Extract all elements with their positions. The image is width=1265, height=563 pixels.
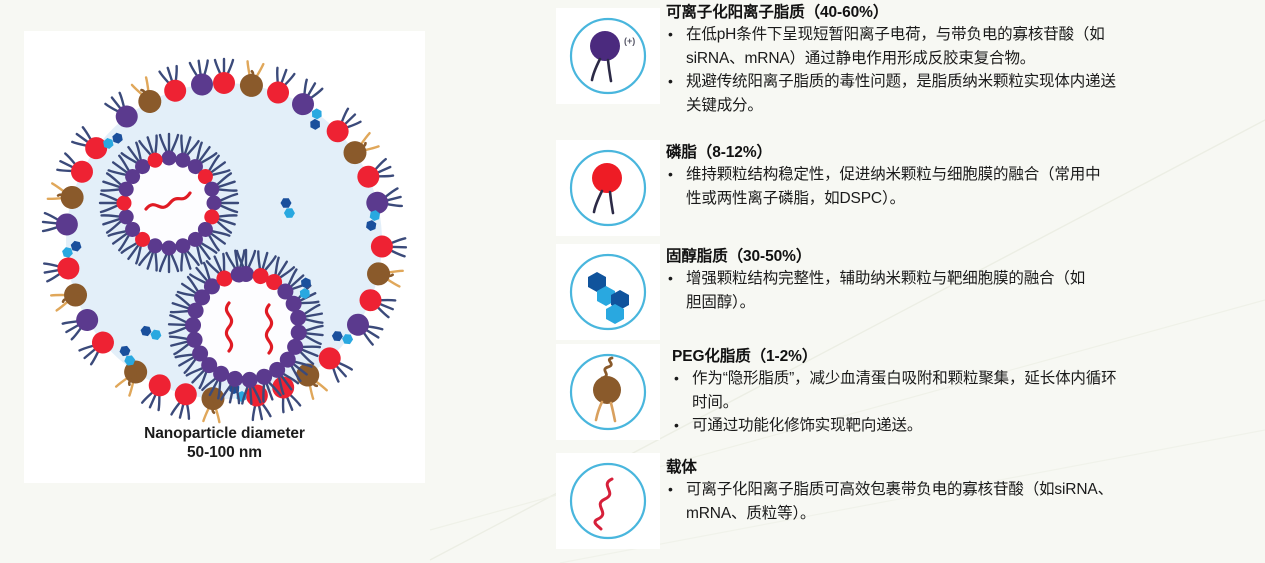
component-row-sterol-lipid: 固醇脂质（30-50%） • 增强颗粒结构完整性，辅助纳米颗粒与靶细胞膜的融合（… [556,244,1085,340]
cholesterol-icon [569,253,647,331]
figure-caption: Nanoparticle diameter 50-100 nm [24,424,425,462]
inverted-micelle-upper [98,132,240,274]
bullet-line-1: 可通过功能化修饰实现靶向递送。 [692,417,923,434]
bullet-item: • 在低pH条件下呈现短暂阳离子电荷，与带负电的寡核苷酸（如 siRNA、mRN… [666,23,1116,70]
outer-lipid-shell [40,57,408,424]
bullet-item: • 可通过功能化修饰实现靶向递送。 [672,414,1116,438]
component-row-ionizable-cationic-lipid: (+) 可离子化阳离子脂质（40-60%） • 在低pH条件下呈现短暂阳离子电荷… [556,4,1116,117]
bullet-line-2: mRNA、质粒等）。 [686,504,816,522]
component-bullets: • 作为“隐形脂质”，减少血清蛋白吸附和颗粒聚集，延长体内循环 时间。 • 可通… [672,367,1117,438]
ionizable-lipid-icon: (+) [569,17,647,95]
nanoparticle-figure [24,31,425,483]
inverted-micelle-lower [167,248,325,406]
bullet-marker: • [668,26,673,42]
component-heading: 磷脂（8-12%） [666,144,772,161]
bullet-item: • 规避传统阳离子脂质的毒性问题，是脂质纳米颗粒实现体内递送 关键成分。 [666,70,1116,117]
bullet-line-1: 增强颗粒结构完整性，辅助纳米颗粒与靶细胞膜的融合（如 [686,270,1086,287]
bullet-marker: • [668,270,673,286]
component-heading: 可离子化阳离子脂质（40-60%） [666,4,889,21]
row-text-sterol: 固醇脂质（30-50%） • 增强颗粒结构完整性，辅助纳米颗粒与靶细胞膜的融合（… [666,246,1085,314]
component-list: (+) 可离子化阳离子脂质（40-60%） • 在低pH条件下呈现短暂阳离子电荷… [556,0,1265,563]
icon-tile-ionizable: (+) [556,8,660,104]
caption-line-1: Nanoparticle diameter [144,425,305,442]
icon-tile-peg [556,344,660,440]
charge-label: (+) [624,36,635,46]
icon-tile-cholesterol [556,244,660,340]
component-heading: 固醇脂质（30-50%） [666,248,812,265]
bullet-line-1: 维持颗粒结构稳定性，促进纳米颗粒与细胞膜的融合（常用中 [686,166,1101,183]
bullet-line-1: 在低pH条件下呈现短暂阳离子电荷，与带负电的寡核苷酸（如 [686,26,1105,43]
bullet-line-2: 胆固醇）。 [686,293,756,311]
bullet-line-1: 规避传统阳离子脂质的毒性问题，是脂质纳米颗粒实现体内递送 [686,73,1116,90]
row-text-phospholipid: 磷脂（8-12%） • 维持颗粒结构稳定性，促进纳米颗粒与细胞膜的融合（常用中 … [666,142,1101,210]
component-bullets: • 可离子化阳离子脂质可高效包裹带负电的寡核苷酸（如siRNA、 mRNA、质粒… [666,478,1113,525]
caption-line-2: 50-100 nm [187,444,262,461]
component-row-cargo: 载体 • 可离子化阳离子脂质可高效包裹带负电的寡核苷酸（如siRNA、 mRNA… [556,453,1113,549]
component-bullets: • 维持颗粒结构稳定性，促进纳米颗粒与细胞膜的融合（常用中 性或两性离子磷脂，如… [666,163,1101,210]
component-heading: 载体 [666,459,697,476]
phospholipid-icon [569,149,647,227]
component-bullets: • 增强颗粒结构完整性，辅助纳米颗粒与靶细胞膜的融合（如 胆固醇）。 [666,267,1085,314]
component-row-pegylated-lipid: PEG化脂质（1-2%） • 作为“隐形脂质”，减少血清蛋白吸附和颗粒聚集，延长… [556,344,1117,440]
bullet-line-1: 作为“隐形脂质”，减少血清蛋白吸附和颗粒聚集，延长体内循环 [692,370,1117,387]
bullet-line-2: 关键成分。 [686,96,763,114]
bullet-item: • 维持颗粒结构稳定性，促进纳米颗粒与细胞膜的融合（常用中 性或两性离子磷脂，如… [666,163,1101,210]
bullet-line-2: 时间。 [692,393,739,411]
bullet-marker: • [674,370,679,386]
bullet-marker: • [674,417,679,433]
nanoparticle-diagram [40,57,408,424]
component-bullets: • 在低pH条件下呈现短暂阳离子电荷，与带负电的寡核苷酸（如 siRNA、mRN… [666,23,1116,117]
bullet-marker: • [668,73,673,89]
icon-tile-phospholipid [556,140,660,236]
bullet-line-1: 可离子化阳离子脂质可高效包裹带负电的寡核苷酸（如siRNA、 [686,481,1113,498]
nucleic-acid-icon [569,462,647,540]
row-text-ionizable: 可离子化阳离子脂质（40-60%） • 在低pH条件下呈现短暂阳离子电荷，与带负… [666,2,1116,117]
bullet-item: • 可离子化阳离子脂质可高效包裹带负电的寡核苷酸（如siRNA、 mRNA、质粒… [666,478,1113,525]
row-text-cargo: 载体 • 可离子化阳离子脂质可高效包裹带负电的寡核苷酸（如siRNA、 mRNA… [666,457,1113,525]
bullet-marker: • [668,481,673,497]
bullet-line-2: 性或两性离子磷脂，如DSPC）。 [686,189,905,207]
component-row-phospholipid: 磷脂（8-12%） • 维持颗粒结构稳定性，促进纳米颗粒与细胞膜的融合（常用中 … [556,140,1101,236]
icon-tile-cargo [556,453,660,549]
bullet-item: • 作为“隐形脂质”，减少血清蛋白吸附和颗粒聚集，延长体内循环 时间。 [672,367,1117,414]
bullet-line-2: siRNA、mRNA）通过静电作用形成反胶束复合物。 [686,49,1036,67]
bullet-marker: • [668,166,673,182]
row-text-peg: PEG化脂质（1-2%） • 作为“隐形脂质”，减少血清蛋白吸附和颗粒聚集，延长… [672,346,1117,438]
component-heading: PEG化脂质（1-2%） [672,348,818,365]
peg-lipid-icon [569,353,647,431]
bullet-item: • 增强颗粒结构完整性，辅助纳米颗粒与靶细胞膜的融合（如 胆固醇）。 [666,267,1085,314]
